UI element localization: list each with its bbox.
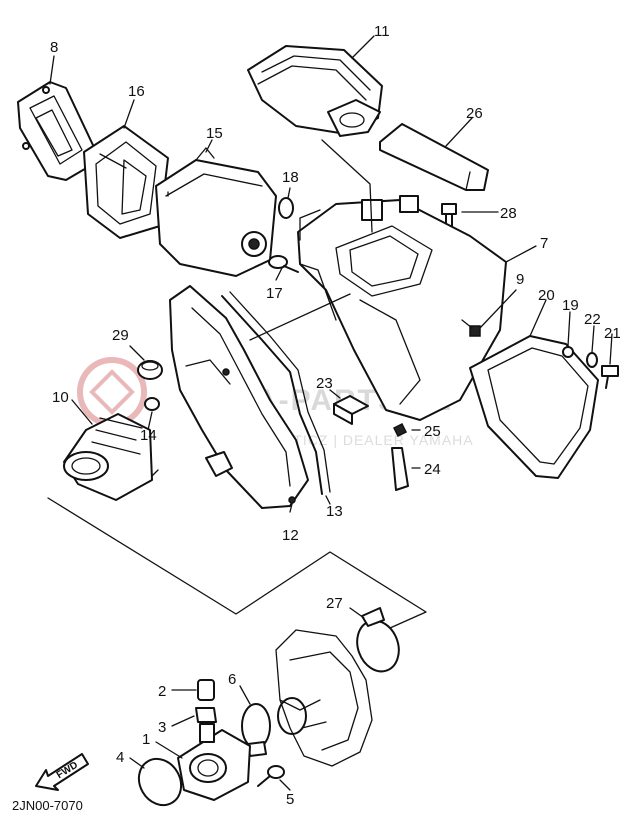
label-9: 9 [516, 271, 524, 288]
part-4-o-ring [129, 757, 183, 807]
label-21: 21 [604, 325, 621, 342]
label-24: 24 [424, 461, 441, 478]
diagram-code: 2JN00-7070 [12, 798, 83, 813]
part-16-filter-frame [83, 99, 169, 239]
engine-outline [275, 629, 373, 767]
label-5: 5 [286, 791, 294, 808]
part-23-foam-block [329, 389, 369, 425]
guide-lines [47, 139, 427, 629]
part-11-intake-boot [247, 35, 383, 137]
label-2: 2 [158, 683, 166, 700]
part-7-air-box [297, 195, 537, 421]
part-29-rubber-cap [129, 345, 163, 380]
callout-labels: 8 16 15 11 26 18 28 7 17 9 20 19 22 21 2… [50, 23, 621, 808]
engine-port-ring [277, 697, 307, 735]
label-18: 18 [282, 169, 299, 186]
label-28: 28 [500, 205, 517, 222]
watermark-logo-mark [89, 369, 135, 415]
part-27-hose-clamp [349, 607, 400, 673]
label-17: 17 [266, 285, 283, 302]
part-9-bolt [461, 289, 517, 337]
fwd-arrow: FWD [35, 753, 89, 791]
part-19-grommet [562, 311, 574, 358]
part-20-side-cover [469, 299, 599, 479]
part-10-intake-joint [63, 399, 153, 501]
part-8-duct-flange [17, 55, 101, 181]
label-1: 1 [142, 731, 150, 748]
label-6: 6 [228, 671, 236, 688]
label-27: 27 [326, 595, 343, 612]
part-15-filter-element [155, 139, 277, 277]
part-5-screw [257, 765, 291, 791]
label-13: 13 [326, 503, 343, 520]
part-14-screw [144, 397, 160, 431]
label-25: 25 [424, 423, 441, 440]
label-26: 26 [466, 105, 483, 122]
part-3-clip [171, 707, 217, 727]
label-4: 4 [116, 749, 124, 766]
label-22: 22 [584, 311, 601, 328]
part-25-clip [392, 422, 421, 438]
label-16: 16 [128, 83, 145, 100]
part-1-carb-joint [155, 723, 251, 801]
label-10: 10 [52, 389, 69, 406]
part-13-gasket [221, 291, 331, 505]
part-24-drain-hose [391, 447, 421, 491]
part-26-foam-strip [379, 117, 489, 191]
label-15: 15 [206, 125, 223, 142]
label-12: 12 [282, 527, 299, 544]
part-17-bolt [268, 255, 299, 281]
label-19: 19 [562, 297, 579, 314]
part-22-washer [586, 325, 598, 368]
label-23: 23 [316, 375, 333, 392]
part-2-cap [171, 679, 215, 701]
part-12-duct-body [169, 285, 309, 513]
label-11: 11 [374, 23, 390, 40]
part-18-grommet [278, 187, 294, 219]
label-20: 20 [538, 287, 555, 304]
part-21-screw [601, 333, 619, 389]
label-7: 7 [540, 235, 548, 252]
label-8: 8 [50, 39, 58, 56]
label-29: 29 [112, 327, 129, 344]
label-14: 14 [140, 427, 157, 444]
label-3: 3 [158, 719, 166, 736]
